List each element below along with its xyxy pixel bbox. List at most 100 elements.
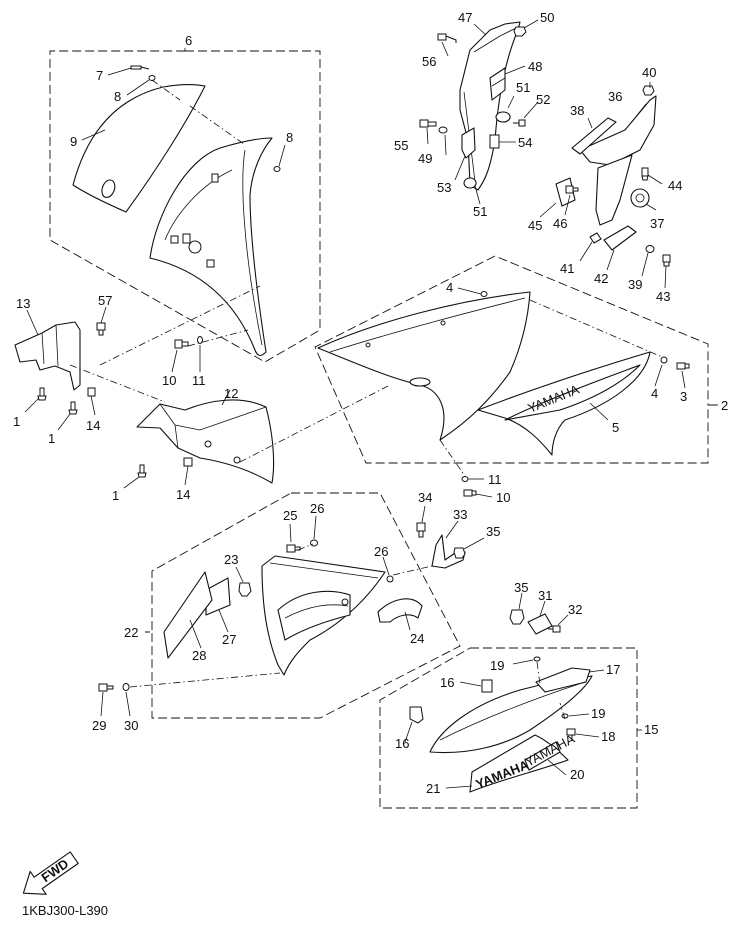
leader [184, 465, 189, 486]
alignment-line [439, 439, 466, 477]
callout-26b: 26 [374, 544, 388, 559]
callout-53: 53 [437, 180, 451, 195]
alignment-line [189, 105, 245, 145]
leader [564, 194, 571, 216]
collar-19 [561, 713, 569, 719]
callout-1c: 1 [112, 488, 119, 503]
leader [235, 566, 244, 583]
bracket-12-hole [204, 440, 212, 448]
callout-52: 52 [536, 92, 550, 107]
stay-47 [459, 21, 521, 191]
callout-30: 30 [124, 718, 138, 733]
nut-35 [509, 609, 525, 625]
leader [681, 370, 686, 389]
windscreen-group-boundary [49, 50, 321, 363]
callout-16: 16 [440, 675, 454, 690]
bracket-12-hole [233, 456, 241, 464]
callout-8: 8 [114, 89, 121, 104]
leader [654, 364, 663, 387]
callout-33: 33 [453, 507, 467, 522]
callout-21: 21 [426, 781, 440, 796]
callout-41: 41 [560, 261, 574, 276]
washer-26 [310, 539, 318, 547]
stay-36-lower [595, 154, 633, 226]
panel-grommet [188, 240, 202, 254]
screw-1 [68, 401, 78, 415]
alignment-line [187, 329, 249, 347]
leader [441, 41, 449, 57]
callout-12: 12 [224, 386, 238, 401]
leader [57, 413, 71, 431]
callout-43: 43 [656, 289, 670, 304]
bolt-34 [416, 522, 426, 538]
alignment-line [69, 364, 166, 403]
leader [90, 395, 96, 416]
clip-16 [481, 679, 493, 693]
cushion-41 [589, 232, 602, 244]
stay-33 [431, 534, 466, 569]
leader [278, 144, 286, 167]
alignment-line [99, 285, 261, 366]
callout-17: 17 [606, 662, 620, 677]
leader [24, 397, 40, 413]
leader [475, 493, 493, 498]
callout-56: 56 [422, 54, 436, 69]
damper-48-rib [491, 77, 506, 87]
washer-4 [660, 356, 668, 364]
leader [221, 389, 231, 406]
cover-38 [571, 117, 617, 155]
leader [171, 349, 178, 373]
screw-1 [137, 464, 147, 478]
callout-4b: 4 [651, 386, 658, 401]
leader [313, 515, 317, 540]
grommet-51 [495, 111, 511, 123]
under-cowl-duct [277, 590, 351, 641]
alignment-line [151, 79, 181, 101]
bolt-57 [96, 322, 106, 336]
leader [504, 65, 526, 75]
leader [26, 309, 39, 336]
callout-26: 26 [310, 501, 324, 516]
leader [426, 127, 429, 145]
leader [421, 505, 426, 523]
leader [457, 287, 482, 295]
side-cowling-graphic [504, 364, 641, 421]
leader [512, 659, 534, 665]
leader [404, 721, 413, 743]
callout-7: 7 [96, 68, 103, 83]
callout-11: 11 [192, 373, 206, 388]
leader [507, 95, 515, 109]
bolt-32 [548, 625, 561, 633]
bolt-29 [98, 683, 114, 692]
tail-cover-edge [439, 681, 586, 741]
callout-23: 23 [224, 552, 238, 567]
side-cowling-hole [440, 320, 446, 326]
washer-4 [480, 291, 488, 297]
leader [589, 402, 609, 421]
tail-cover [429, 675, 593, 754]
callout-14b: 14 [176, 487, 190, 502]
leader [539, 202, 557, 218]
callout-1b: 1 [48, 431, 55, 446]
nut-35 [453, 547, 466, 559]
leader [606, 249, 615, 271]
leader [630, 103, 647, 124]
callout-19: 19 [490, 658, 504, 673]
leader [189, 619, 202, 649]
seal-28 [163, 571, 213, 659]
inner-stay-assembly [419, 19, 539, 205]
mirror-stay-assembly [539, 82, 671, 289]
tail-stay-hardware [509, 592, 569, 635]
under-cowl-rib [284, 604, 349, 619]
under-cowl-edge [269, 562, 379, 579]
side-cowl-assembly: YAMAHA [317, 287, 690, 498]
decal-20 [524, 741, 561, 771]
callout-57: 57 [98, 293, 112, 308]
bolt-44 [641, 167, 649, 181]
callout-3: 3 [680, 389, 687, 404]
washer-8 [273, 166, 281, 172]
group-ticks [184, 48, 718, 731]
callout-9: 9 [70, 134, 77, 149]
callout-29: 29 [92, 718, 106, 733]
